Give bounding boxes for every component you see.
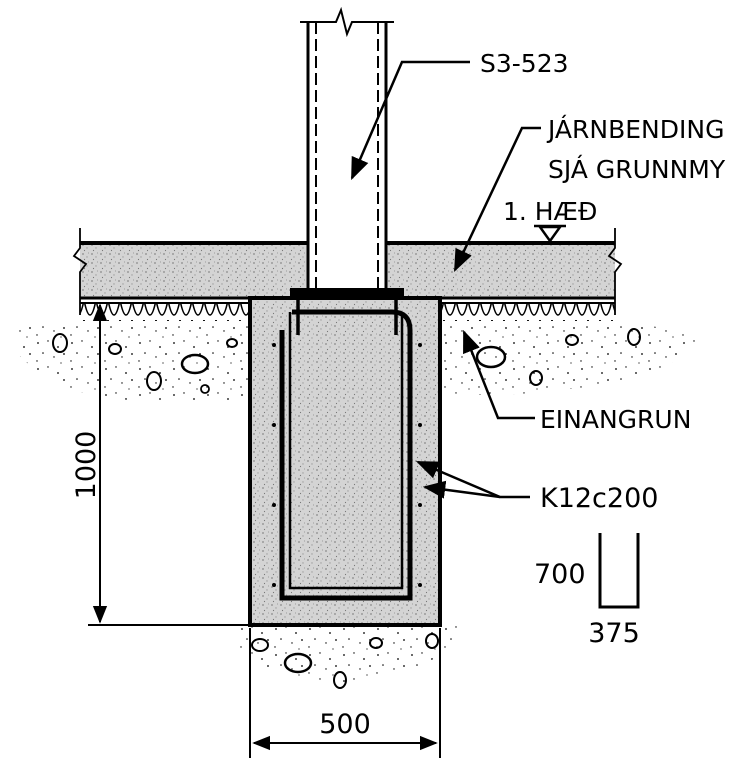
stirrup-height-dimension: 700: [534, 559, 586, 590]
stirrup-detail: [598, 533, 640, 609]
insulation-label: EINANGRUN: [540, 405, 691, 434]
column-id-label: S3-523: [480, 49, 569, 78]
soil-fill: [15, 322, 700, 689]
dimension-lines: [88, 303, 441, 758]
footing: [248, 296, 442, 627]
column: [290, 6, 404, 296]
footing-depth-dimension: 1000: [71, 431, 102, 500]
rebar-note-line2: SJÁ GRUNNMY: [548, 155, 726, 184]
stirrup-label: K12c200: [540, 483, 658, 514]
stirrup-width-dimension: 375: [588, 618, 640, 649]
rebar-note-line1: JÁRNBENDING: [546, 115, 724, 144]
footing-width-dimension: 500: [319, 709, 371, 740]
leader-lines: [350, 60, 541, 499]
floor-level-label: 1. HÆÐ: [503, 197, 597, 226]
insulation-layer: [80, 302, 615, 321]
level-marker: [534, 224, 566, 244]
